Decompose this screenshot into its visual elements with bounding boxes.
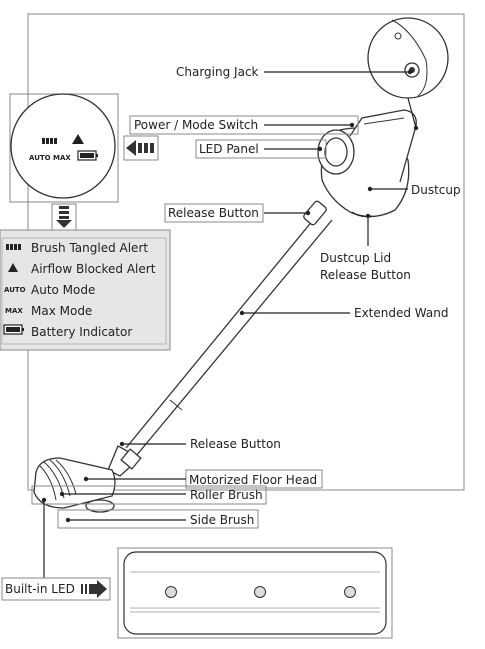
built-in-led-callout-frame <box>1 577 111 601</box>
label-built-in-led: Built-in LED <box>5 582 75 596</box>
led-strip-zoom-frame <box>117 547 393 639</box>
led-light-2 <box>254 586 266 598</box>
vacuum-wand <box>125 213 333 457</box>
wand-neck <box>107 445 142 477</box>
label-release-button-top: Release Button <box>168 206 259 220</box>
led-zoom-auto: AUTO <box>29 154 51 162</box>
label-release-button-bottom: Release Button <box>190 437 281 451</box>
power-switch-callout-frame <box>129 115 359 135</box>
vacuum-handle <box>349 109 417 183</box>
legend-label: Battery Indicator <box>31 325 132 339</box>
label-power-mode-switch: Power / Mode Switch <box>134 118 258 132</box>
led-zoom-brush-icon <box>42 138 57 144</box>
label-led-panel: LED Panel <box>199 142 259 156</box>
battery-icon <box>3 324 24 335</box>
charging-jack-zoom <box>367 17 449 99</box>
legend-label: Airflow Blocked Alert <box>31 262 156 276</box>
legend-label: Brush Tangled Alert <box>31 241 148 255</box>
built-in-led-arrow-icon <box>81 580 107 598</box>
label-dustcup-lid-line2: Release Button <box>320 268 411 282</box>
auto-text-icon: AUTO <box>4 286 26 294</box>
legend-label: Max Mode <box>31 304 92 318</box>
max-text-icon: MAX <box>5 307 23 315</box>
label-dustcup-lid-line1: Dustcup Lid <box>320 251 391 265</box>
label-extended-wand: Extended Wand <box>354 306 448 320</box>
label-side-brush: Side Brush <box>190 513 254 527</box>
floor-head <box>33 457 116 513</box>
label-charging-jack: Charging Jack <box>176 65 259 79</box>
led-zoom-warning-icon <box>72 134 84 144</box>
side-brush-callout-frame <box>57 509 259 529</box>
led-zoom-max: MAX <box>53 154 71 162</box>
release-top-callout-frame <box>164 203 264 223</box>
brush-tangled-icon <box>6 244 21 250</box>
wand-release-collar <box>303 200 327 226</box>
led-panel-callout-frame <box>195 139 327 159</box>
label-dustcup: Dustcup <box>411 183 461 197</box>
roller-brush-callout-frame <box>31 485 267 505</box>
label-roller-brush: Roller Brush <box>190 488 263 502</box>
led-light-1 <box>165 586 177 598</box>
led-zoom-arrow-icon <box>123 135 159 161</box>
led-zoom-circle <box>10 93 116 199</box>
label-motorized-floor-head: Motorized Floor Head <box>189 473 317 487</box>
legend-down-arrow-icon <box>51 203 77 231</box>
airflow-warning-icon <box>8 263 18 272</box>
legend-label: Auto Mode <box>31 283 95 297</box>
led-zoom-battery-icon <box>77 150 98 161</box>
led-light-3 <box>344 586 356 598</box>
